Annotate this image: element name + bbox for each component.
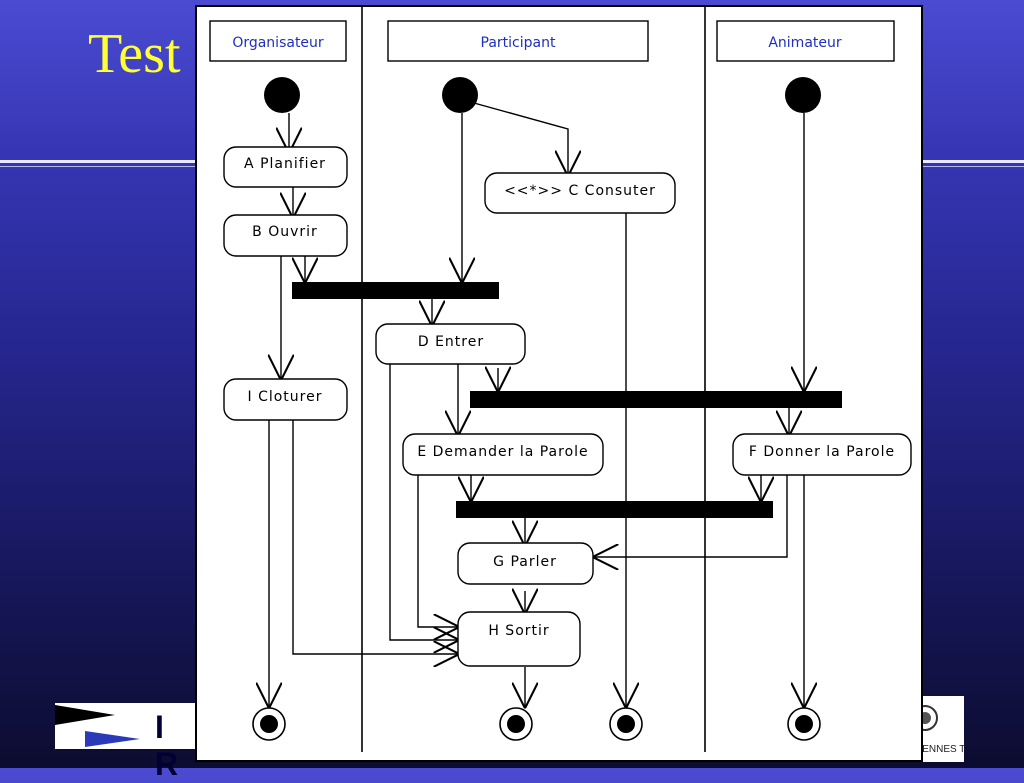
activity-diagram: Organisateur Participant Animateur — [195, 5, 923, 762]
initial-node-organisateur — [264, 77, 300, 113]
activity-e-demander-la-parole: E Demander la Parole — [402, 433, 604, 476]
activity-label: I Cloturer — [248, 389, 323, 405]
fork-bar-1 — [292, 282, 499, 299]
final-node-participant-h — [499, 707, 533, 741]
activity-f-donner-la-parole: F Donner la Parole — [732, 433, 912, 476]
activity-i-cloturer: I Cloturer — [223, 378, 348, 421]
activity-label: <<*>> C Consuter — [504, 183, 656, 199]
activity-label: H Sortir — [488, 623, 549, 639]
final-node-organisateur — [252, 707, 286, 741]
activity-g-parler: G Parler — [457, 542, 594, 585]
fork-bar-2 — [470, 391, 842, 408]
activity-label: D Entrer — [418, 334, 484, 350]
logo-right-text: RENNES T — [915, 744, 966, 755]
activity-label: G Parler — [493, 554, 557, 570]
logo-arrows-icon — [55, 705, 140, 747]
activity-label: E Demander la Parole — [417, 444, 588, 460]
initial-node-animateur — [785, 77, 821, 113]
activity-label: B Ouvrir — [252, 224, 318, 240]
transitions — [269, 102, 804, 707]
slide-title: Test — [88, 23, 181, 85]
activity-a-planifier: A Planifier — [223, 146, 348, 188]
activity-label: F Donner la Parole — [749, 444, 895, 460]
activity-diagram-svg: Organisateur Participant Animateur — [209, 7, 912, 752]
lane-header-participant: Participant — [387, 20, 649, 62]
join-bar-3 — [456, 501, 773, 518]
initial-node-participant — [442, 77, 478, 113]
lane-label: Participant — [481, 35, 556, 51]
lane-label: Organisateur — [232, 35, 324, 51]
activity-c-consuter: <<*>> C Consuter — [484, 172, 676, 214]
activity-b-ouvrir: B Ouvrir — [223, 214, 348, 257]
irisa-logo: I R — [55, 703, 205, 782]
activity-label: A Planifier — [244, 156, 326, 172]
lane-header-organisateur: Organisateur — [209, 20, 347, 62]
activity-h-sortir: H Sortir — [457, 611, 581, 667]
final-node-participant-c — [609, 707, 643, 741]
lane-label: Animateur — [768, 35, 842, 51]
lane-header-animateur: Animateur — [716, 20, 895, 62]
activity-d-entrer: D Entrer — [375, 323, 526, 365]
final-node-animateur — [787, 707, 821, 741]
